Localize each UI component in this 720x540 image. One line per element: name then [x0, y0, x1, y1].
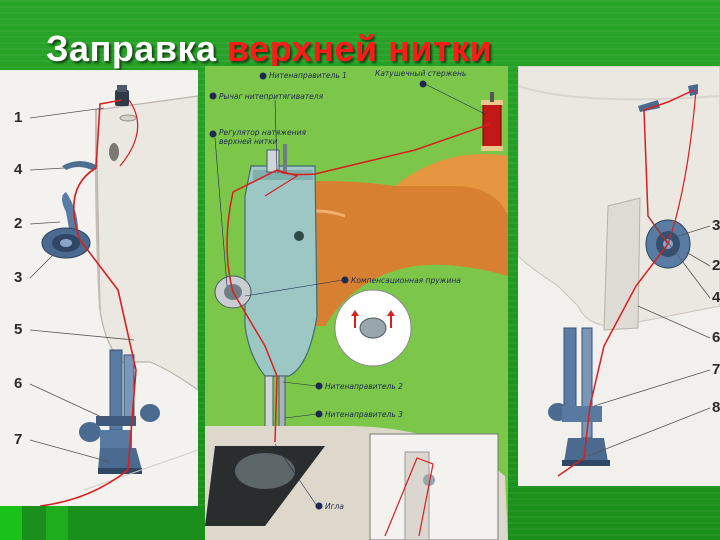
decor-block	[46, 506, 68, 540]
label-take-up-lever: Рычаг нитепритягивателя	[219, 92, 324, 101]
title-part-white: Заправка	[46, 28, 217, 69]
label-compensation-spring: Компенсационная пружина	[351, 276, 461, 285]
left-num-2: 2	[14, 215, 22, 232]
label-needle: Игла	[325, 502, 344, 511]
label-spool-pin: Катушечный стержень	[375, 69, 466, 78]
left-num-3: 3	[14, 269, 22, 286]
right-diagram-panel: 3 2 4 6 7 8	[518, 66, 720, 486]
left-num-7: 7	[14, 431, 22, 448]
left-num-1: 1	[14, 109, 22, 126]
right-callouts: 3 2 4 6 7 8	[587, 215, 720, 457]
left-num-5: 5	[14, 321, 22, 338]
left-callouts: 1 4 2 3 5 6 7	[14, 107, 135, 463]
right-machine-illustration: 3 2 4 6 7 8	[518, 66, 720, 486]
label-thread-guide-1: Нитенаправитель 1	[269, 71, 347, 80]
middle-diagram-panel: Рычаг нитепритягивателя Нитенаправитель …	[205, 66, 508, 540]
right-num-3: 3	[712, 217, 720, 234]
label-thread-guide-3: Нитенаправитель 3	[325, 410, 403, 419]
right-num-7: 7	[712, 361, 720, 378]
left-diagram-panel: 1 4 2 3 5 6 7	[0, 70, 198, 506]
right-num-6: 6	[712, 329, 720, 346]
bottom-decor-strip	[0, 506, 205, 540]
left-machine-illustration: 1 4 2 3 5 6 7	[0, 70, 198, 506]
title-part-red: верхней нитки	[227, 28, 493, 69]
left-num-6: 6	[14, 375, 22, 392]
right-num-8: 8	[712, 399, 720, 416]
decor-block	[0, 506, 22, 540]
right-num-4: 4	[712, 289, 720, 306]
middle-callouts: Рычаг нитепритягивателя Нитенаправитель …	[209, 69, 486, 511]
left-num-4: 4	[14, 161, 23, 178]
right-num-2: 2	[712, 257, 720, 274]
label-tension-regulator: Регулятор натяжения верхней нитки	[219, 128, 306, 146]
label-thread-guide-2: Нитенаправитель 2	[325, 382, 403, 391]
slide-title: Заправка верхней нитки	[46, 28, 492, 70]
middle-machine-illustration: Рычаг нитепритягивателя Нитенаправитель …	[205, 66, 508, 540]
